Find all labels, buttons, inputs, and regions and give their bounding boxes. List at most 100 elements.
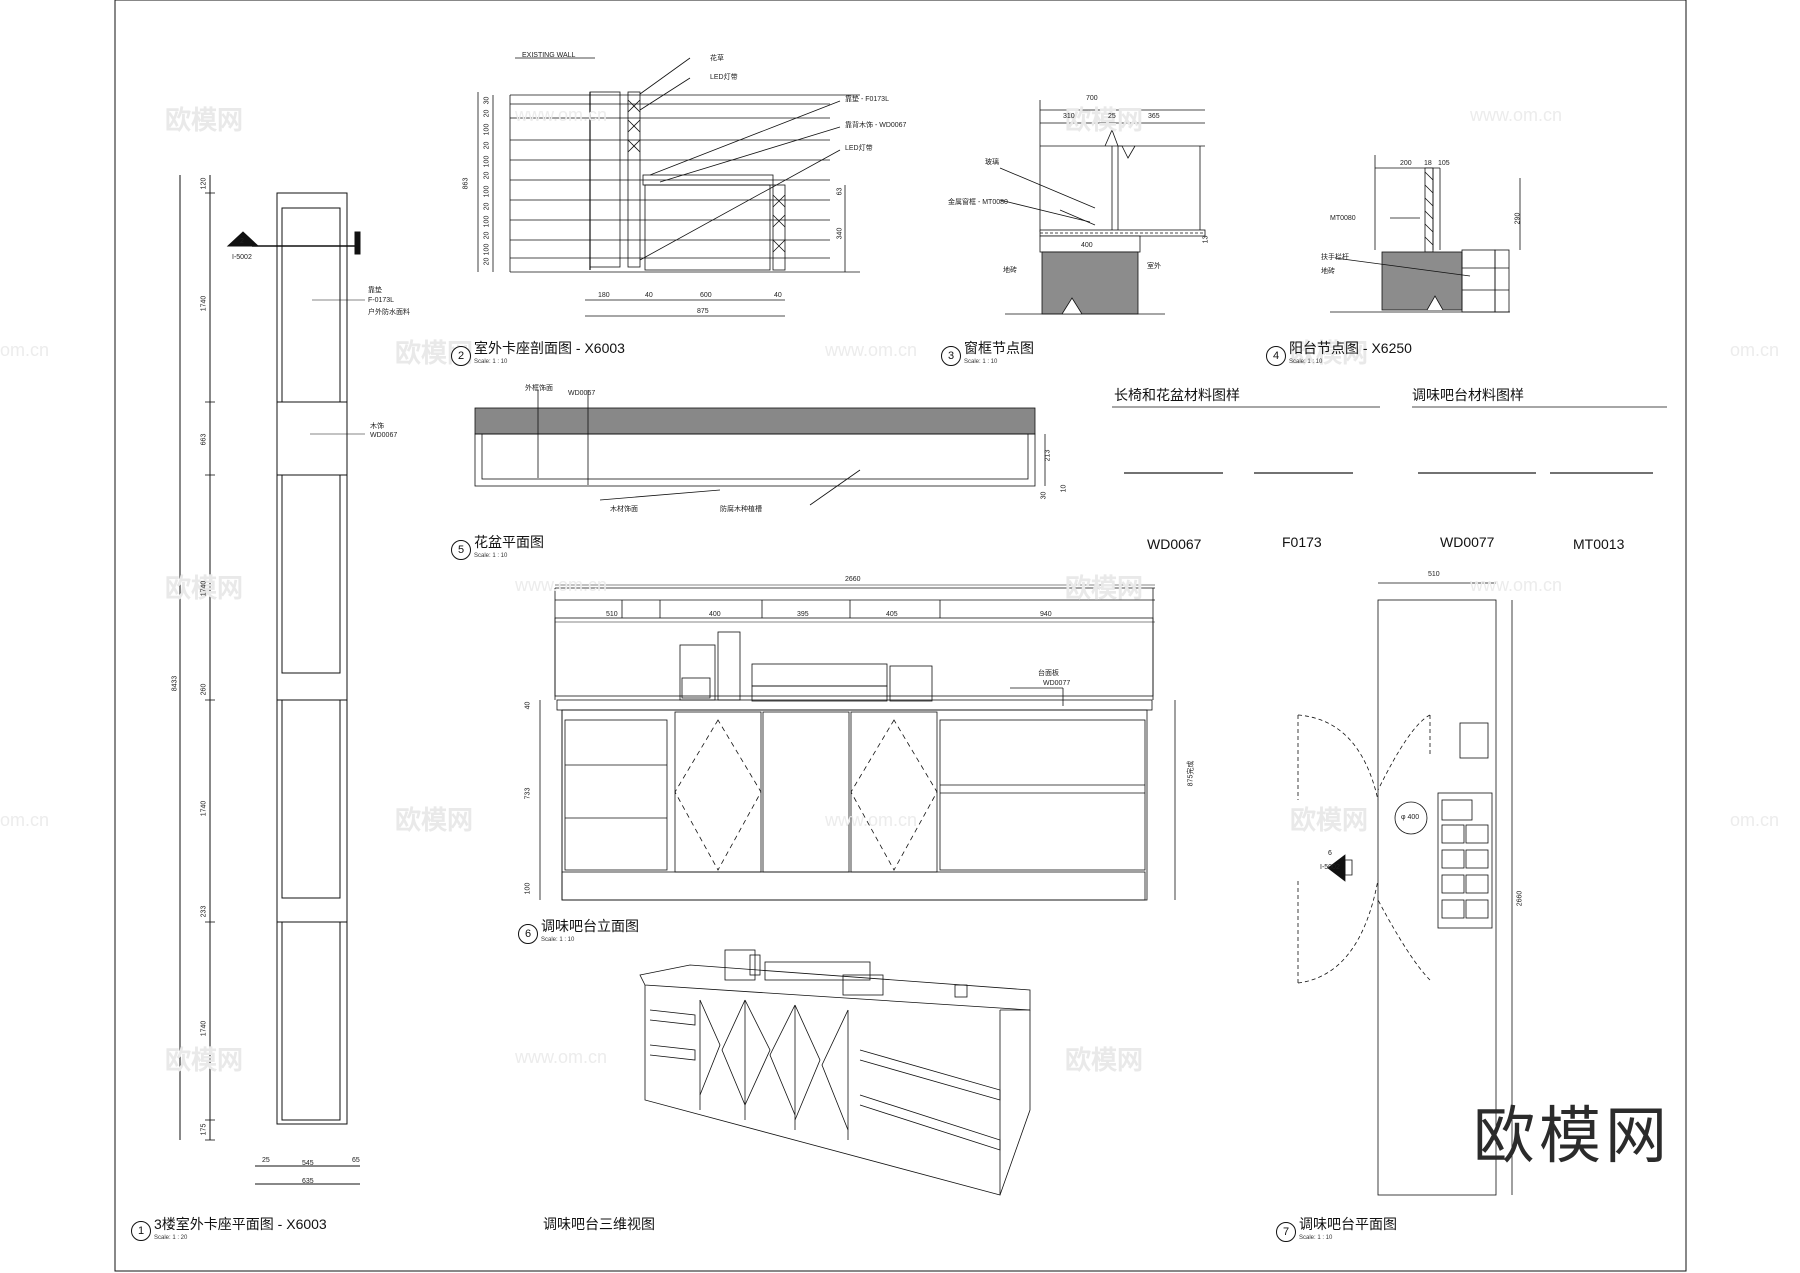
dimension: 863 <box>462 177 470 190</box>
annotation: EXISTING WALL <box>522 52 576 59</box>
watermark: 欧模网 <box>1065 573 1144 603</box>
dimension: 8433 <box>171 675 179 692</box>
dimension: 40 <box>774 292 782 299</box>
section-tag-number: 2 <box>240 238 244 245</box>
dimension: 2660 <box>1516 890 1524 907</box>
annotation: 木饰 <box>370 423 384 430</box>
annotation: 室外 <box>1147 263 1161 270</box>
watermark-url: om.cn <box>1730 340 1780 360</box>
view-number: 4 <box>1266 346 1286 366</box>
dimension: 733 <box>524 787 532 800</box>
view-scale: Scale: 1 : 10 <box>474 553 508 559</box>
view-scale: Scale: 1 : 10 <box>1289 359 1323 365</box>
view-title: 阳台节点图 - X6250 <box>1289 340 1412 356</box>
dimension: 100 <box>524 882 532 895</box>
annotation: 400 <box>1081 242 1093 249</box>
view-number: 6 <box>518 924 538 944</box>
dimension: 18 <box>1424 160 1432 167</box>
dimension: 20 <box>483 202 491 211</box>
brand-logo: 欧模网 <box>1473 1099 1672 1172</box>
bar-plan-drawing <box>1297 582 1513 1196</box>
view-title: 调味吧台平面图 <box>1299 1216 1397 1232</box>
dimension: 120 <box>200 177 208 190</box>
annotation: 875完成 <box>1187 760 1195 787</box>
dimension: 400 <box>709 611 721 618</box>
balcony-node-drawing <box>1330 155 1521 313</box>
annotation: LED灯带 <box>710 74 738 81</box>
dimension: 340 <box>836 227 844 240</box>
watermark: 欧模网 <box>1065 105 1144 135</box>
dimension: 175 <box>200 1123 208 1136</box>
watermark-url: www.om.cn <box>515 575 608 595</box>
section-tag-ref: I-5002 <box>1320 864 1340 871</box>
watermark: 欧模网 <box>165 105 244 135</box>
dimension: 180 <box>598 292 610 299</box>
watermark: 欧模网 <box>1290 805 1369 835</box>
dimension: 100 <box>483 185 491 198</box>
view-scale: Scale: 1 : 10 <box>541 937 575 943</box>
view-number: 5 <box>451 540 471 560</box>
dimension: 63 <box>836 187 844 196</box>
dimension: 30 <box>1040 491 1048 500</box>
watermark-url: om.cn <box>0 340 50 360</box>
dimension: 940 <box>1040 611 1052 618</box>
annotation: MT0080 <box>1330 215 1356 222</box>
annotation: 靠垫 - F0173L <box>845 96 889 103</box>
dimension: 663 <box>200 433 208 446</box>
view-title: 3楼室外卡座平面图 - X6003 <box>154 1216 327 1232</box>
dimension: 405 <box>886 611 898 618</box>
dimension: 200 <box>1400 160 1412 167</box>
view-scale: Scale: 1 : 10 <box>474 359 508 365</box>
dimension: 1740 <box>200 1020 208 1037</box>
view-title: 室外卡座剖面图 - X6003 <box>474 340 625 356</box>
dimension: 20 <box>483 231 491 240</box>
dimension: 510 <box>606 611 618 618</box>
bar-elevation-drawing <box>539 584 1176 901</box>
dimension: 105 <box>1438 160 1450 167</box>
dimension: 100 <box>483 155 491 168</box>
dimension: 2660 <box>845 576 861 583</box>
dimension: 700 <box>1086 95 1098 102</box>
materials-heading-bar: 调味吧台材料图样 <box>1412 387 1524 403</box>
watermark-url: www.om.cn <box>515 1047 608 1067</box>
dimension: 65 <box>352 1157 360 1164</box>
dimension: 30 <box>483 96 491 105</box>
view-title: 调味吧台三维视图 <box>543 1216 655 1232</box>
annotation: 花草 <box>710 55 724 62</box>
material-code: F0173 <box>1282 534 1322 550</box>
materials-heading-bench: 长椅和花盆材料图样 <box>1114 387 1240 403</box>
dimension: 1740 <box>200 295 208 312</box>
annotation: WD0067 <box>568 390 596 397</box>
dimension: 1740 <box>200 580 208 597</box>
watermark: 欧模网 <box>1290 338 1369 368</box>
dimension: 545 <box>302 1160 314 1167</box>
material-code: WD0077 <box>1440 534 1495 550</box>
view-scale: Scale: 1 : 20 <box>154 1235 188 1241</box>
dimension: 1740 <box>200 800 208 817</box>
dimension: 40 <box>645 292 653 299</box>
dimension: 213 <box>1044 449 1052 462</box>
watermark-url: om.cn <box>1730 810 1780 830</box>
dimension: 875 <box>697 308 709 315</box>
annotation: 地砖 <box>1321 268 1335 275</box>
material-code: WD0067 <box>1147 536 1202 552</box>
view-number: 1 <box>131 1221 151 1241</box>
dimension: 13 <box>1202 235 1210 244</box>
dimension: 20 <box>483 141 491 150</box>
sheet-border <box>114 0 1687 1272</box>
watermark-url: www.om.cn <box>515 105 608 125</box>
dimension: 290 <box>1514 212 1522 225</box>
dimension: 100 <box>483 243 491 256</box>
watermark: 欧模网 <box>165 1045 244 1075</box>
annotation: 防腐木种植槽 <box>720 506 762 513</box>
watermark-url: www.om.cn <box>1470 105 1563 125</box>
view-title: 调味吧台立面图 <box>541 918 639 934</box>
material-code: MT0013 <box>1573 536 1625 552</box>
annotation: WD0067 <box>370 432 398 439</box>
planter-plan-drawing <box>474 390 1046 506</box>
dimension: 40 <box>524 701 532 710</box>
view-number: 2 <box>451 346 471 366</box>
bar-3d-drawing <box>639 949 1031 1196</box>
bench-plan-drawing <box>179 175 365 1185</box>
